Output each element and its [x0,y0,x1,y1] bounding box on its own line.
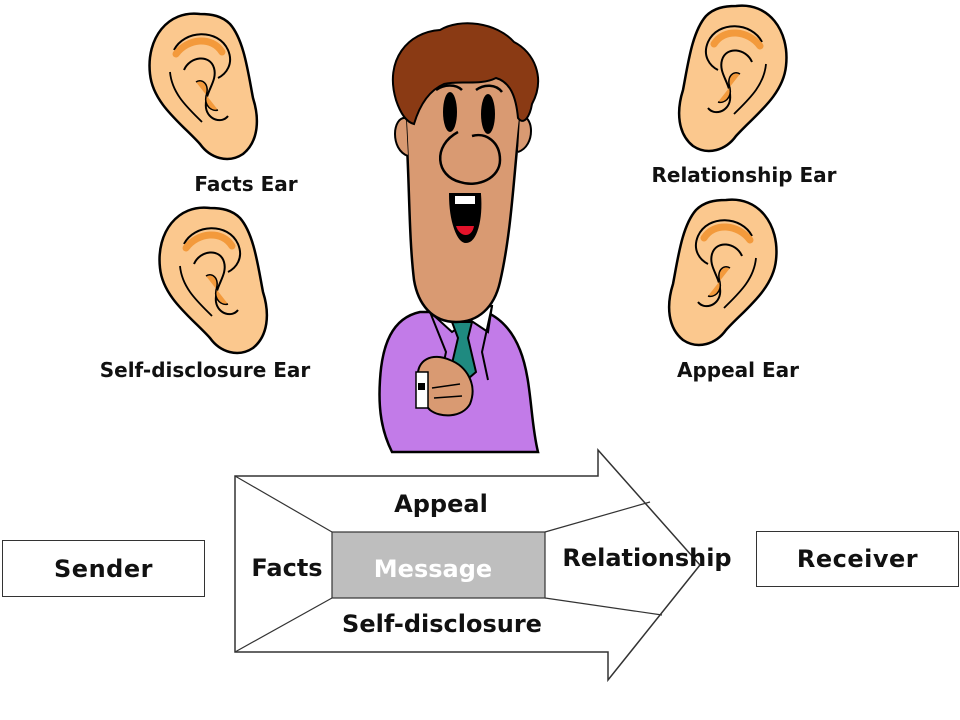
sender-label: Sender [54,554,153,583]
message-label: Message [374,555,492,583]
receiver-label: Receiver [796,545,919,573]
message-box [331,531,546,599]
appeal-ear-label: Appeal Ear [677,358,799,382]
facts-label: Facts [251,554,322,582]
facts-ear-icon [150,14,257,159]
appeal-ear-icon [669,200,776,345]
receiver-box: Receiver [756,531,959,587]
relationship-ear-icon [679,6,786,151]
facts-ear-label: Facts Ear [194,172,297,196]
appeal-label: Appeal [394,490,488,518]
self-disclosure-label: Self-disclosure [342,610,542,638]
relationship-ear-label: Relationship Ear [651,163,836,187]
self-disclosure-ear-label: Self-disclosure Ear [100,358,311,382]
message-arrow [234,448,701,683]
cartoon-man-illustration [378,22,540,454]
sender-box: Sender [2,540,205,597]
relationship-label: Relationship [562,544,731,572]
self-disclosure-ear-icon [160,208,267,353]
